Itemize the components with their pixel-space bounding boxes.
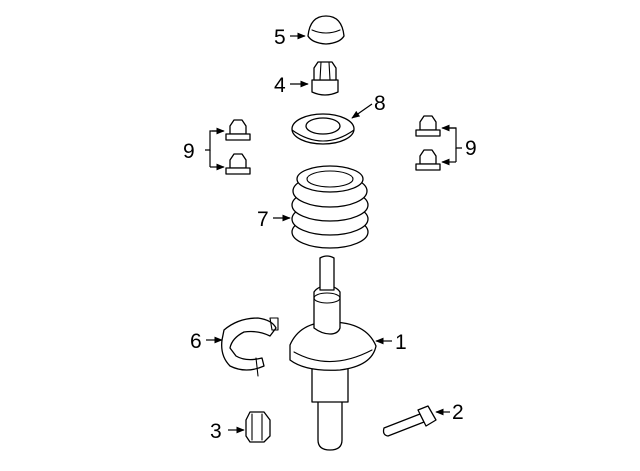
callout-8: 8	[374, 92, 386, 115]
callout-3: 3	[210, 420, 222, 443]
dust-cap-part[interactable]	[307, 15, 345, 45]
callout-5: 5	[274, 26, 286, 49]
callout-4: 4	[274, 74, 286, 97]
upper-spring-seat-part[interactable]	[291, 113, 355, 145]
mount-nut-left-lower[interactable]	[225, 153, 251, 175]
strut-assembly-part[interactable]	[289, 255, 377, 451]
callout-9-left: 9	[183, 140, 195, 163]
strut-bolt-part[interactable]	[382, 405, 437, 437]
callout-1: 1	[395, 331, 407, 354]
upper-nut-part[interactable]	[311, 61, 339, 96]
mount-nut-right-lower[interactable]	[415, 149, 441, 171]
mount-nut-left-upper[interactable]	[225, 119, 251, 141]
coil-spring-part[interactable]	[291, 165, 369, 249]
callout-9-right: 9	[465, 137, 477, 160]
callout-6: 6	[190, 330, 202, 353]
callout-7: 7	[257, 208, 269, 231]
leader-lines	[205, 32, 462, 434]
lower-spring-insulator-part[interactable]	[221, 317, 279, 377]
callout-2: 2	[452, 401, 464, 424]
mount-nut-right-upper[interactable]	[415, 115, 441, 137]
strut-nut-part[interactable]	[245, 411, 271, 443]
